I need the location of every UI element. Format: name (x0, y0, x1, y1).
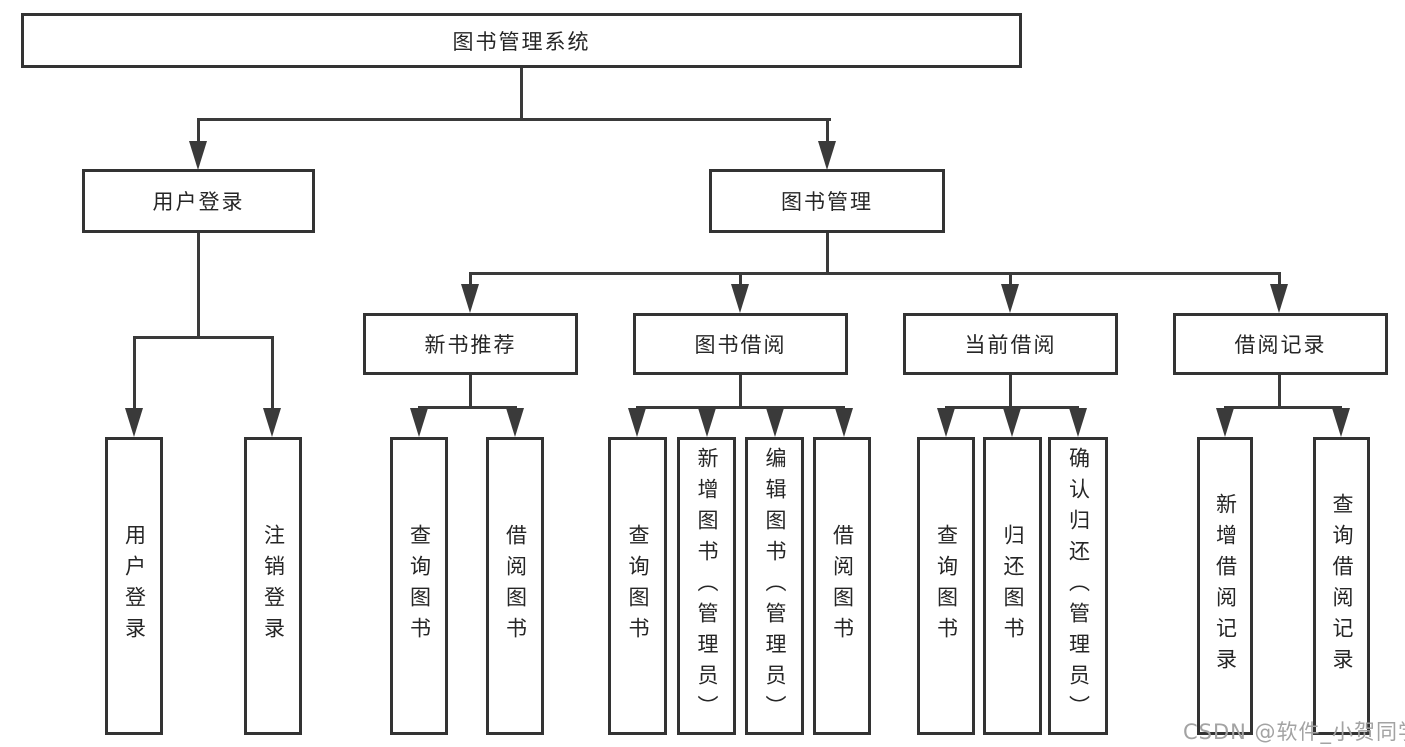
connector-user-login-hline (133, 336, 274, 339)
connector-book-mgmt-hline (469, 272, 1281, 275)
node-label: 图书借阅 (694, 333, 787, 357)
leaf-label: 新增图书（管理员） (695, 446, 719, 726)
arrowhead-down-icon (698, 408, 716, 437)
node-label: 借阅记录 (1234, 333, 1327, 357)
leaf-query-books-recommend: 查询图书 (390, 437, 448, 735)
arrowhead-down-icon (835, 408, 853, 437)
leaf-add-books-admin: 新增图书（管理员） (677, 437, 736, 735)
leaf-borrow-books-recommend: 借阅图书 (486, 437, 544, 735)
connector-stem (271, 336, 274, 414)
arrowhead-down-icon (461, 284, 479, 313)
arrowhead-down-icon (506, 408, 524, 437)
node-label: 用户登录 (152, 190, 245, 214)
node-book-borrowing: 图书借阅 (633, 313, 848, 375)
leaf-label: 查询图书 (934, 524, 959, 648)
connector-vline (1009, 375, 1012, 409)
connector-stem (197, 118, 200, 148)
node-label: 当前借阅 (964, 333, 1057, 357)
arrowhead-down-icon (937, 408, 955, 437)
leaf-label: 新增借阅记录 (1213, 493, 1238, 679)
leaf-query-borrow-record: 查询借阅记录 (1313, 437, 1370, 735)
leaf-query-books-current: 查询图书 (917, 437, 975, 735)
node-user-login-branch: 用户登录 (82, 169, 315, 233)
leaf-label: 查询图书 (626, 524, 650, 648)
arrowhead-down-icon (1270, 284, 1288, 313)
node-label: 新书推荐 (424, 333, 517, 357)
arrowhead-down-icon (731, 284, 749, 313)
arrowhead-down-icon (818, 141, 836, 170)
connector-hline (636, 406, 845, 409)
arrowhead-down-icon (766, 408, 784, 437)
node-label: 图书管理系统 (452, 29, 591, 54)
arrowhead-down-icon (1069, 408, 1087, 437)
arrowhead-down-icon (1001, 284, 1019, 313)
arrowhead-down-icon (410, 408, 428, 437)
leaf-label: 查询图书 (407, 524, 432, 648)
node-book-management-branch: 图书管理 (709, 169, 945, 233)
arrowhead-down-icon (628, 408, 646, 437)
connector-stem (1009, 272, 1012, 290)
connector-root-vline (520, 68, 523, 121)
csdn-watermark: CSDN @软件_小贺同学 (1183, 720, 1405, 744)
leaf-borrow-books-borrowing: 借阅图书 (813, 437, 871, 735)
connector-root-hline (197, 118, 831, 121)
arrowhead-down-icon (125, 408, 143, 437)
leaf-label: 确认归还（管理员） (1066, 446, 1091, 726)
leaf-label: 编辑图书（管理员） (763, 446, 787, 726)
connector-book-mgmt-vline (826, 233, 829, 272)
arrowhead-down-icon (1216, 408, 1234, 437)
connector-stem (739, 272, 742, 290)
connector-hline (1224, 406, 1342, 409)
arrowhead-down-icon (1003, 408, 1021, 437)
connector-vline (1278, 375, 1281, 409)
leaf-edit-books-admin: 编辑图书（管理员） (745, 437, 804, 735)
connector-vline (469, 375, 472, 409)
arrowhead-down-icon (263, 408, 281, 437)
leaf-label: 借阅图书 (503, 524, 528, 648)
connector-user-login-vline (197, 233, 200, 336)
node-label: 图书管理 (781, 190, 873, 214)
arrowhead-down-icon (1332, 408, 1350, 437)
node-library-management-system: 图书管理系统 (21, 13, 1022, 68)
leaf-add-borrow-record: 新增借阅记录 (1197, 437, 1253, 735)
node-borrowing-records: 借阅记录 (1173, 313, 1388, 375)
leaf-query-books-borrowing: 查询图书 (608, 437, 667, 735)
leaf-label: 用户登录 (122, 524, 147, 648)
connector-vline (739, 375, 742, 409)
node-new-book-recommend: 新书推荐 (363, 313, 578, 375)
leaf-label: 注销登录 (261, 524, 286, 648)
leaf-user-login: 用户登录 (105, 437, 163, 735)
leaf-label: 借阅图书 (830, 524, 855, 648)
connector-hline (418, 406, 517, 409)
leaf-label: 归还图书 (1001, 524, 1025, 648)
connector-stem (1278, 272, 1281, 290)
arrowhead-down-icon (189, 141, 207, 170)
connector-stem (133, 336, 136, 414)
connector-stem (826, 118, 829, 148)
leaf-confirm-return-admin: 确认归还（管理员） (1048, 437, 1108, 735)
node-current-borrowing: 当前借阅 (903, 313, 1118, 375)
connector-stem (469, 272, 472, 290)
connector-hline (945, 406, 1079, 409)
leaf-label: 查询借阅记录 (1330, 493, 1354, 679)
leaf-logout: 注销登录 (244, 437, 302, 735)
leaf-return-books: 归还图书 (983, 437, 1042, 735)
